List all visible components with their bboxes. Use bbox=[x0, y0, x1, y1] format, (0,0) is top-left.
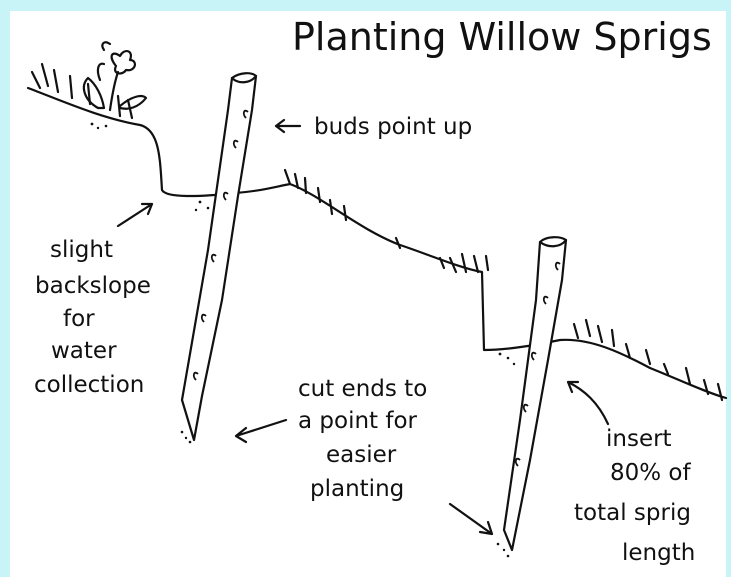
arrow-cut-ends-left bbox=[236, 420, 286, 442]
label-cut-ends-line-2: a point for bbox=[298, 408, 418, 434]
diagram-title: Planting Willow Sprigs bbox=[292, 15, 712, 59]
right-willow-sprig bbox=[504, 237, 566, 550]
arrow-cut-ends-right bbox=[450, 504, 492, 534]
arrow-backslope bbox=[118, 204, 152, 226]
label-insert-line-1: insert bbox=[606, 426, 672, 452]
label-backslope-line-4: water bbox=[51, 338, 117, 364]
label-cut-ends-line-4: planting bbox=[310, 476, 404, 502]
label-insert-line-3: total sprig bbox=[574, 500, 691, 526]
label-backslope-line-3: for bbox=[63, 306, 95, 332]
flower-icon bbox=[84, 42, 146, 110]
label-cut-ends-line-1: cut ends to bbox=[298, 376, 427, 402]
label-cut-ends-line-3: easier bbox=[326, 442, 397, 468]
label-insert-line-2: 80% of bbox=[610, 460, 692, 486]
label-backslope-line-5: collection bbox=[34, 372, 144, 398]
label-backslope: slight backslope for water collection bbox=[34, 237, 151, 398]
label-insert: insert 80% of total sprig length bbox=[574, 426, 695, 566]
arrow-insert bbox=[568, 382, 608, 424]
label-insert-line-4: length bbox=[622, 540, 695, 566]
label-buds-point-up: buds point up bbox=[314, 114, 472, 140]
left-willow-sprig bbox=[182, 73, 256, 440]
label-backslope-line-2: backslope bbox=[35, 273, 151, 299]
label-cut-ends: cut ends to a point for easier planting bbox=[298, 376, 427, 502]
label-backslope-line-1: slight bbox=[50, 237, 113, 263]
arrow-buds bbox=[276, 120, 300, 132]
grass-middle bbox=[285, 170, 488, 272]
